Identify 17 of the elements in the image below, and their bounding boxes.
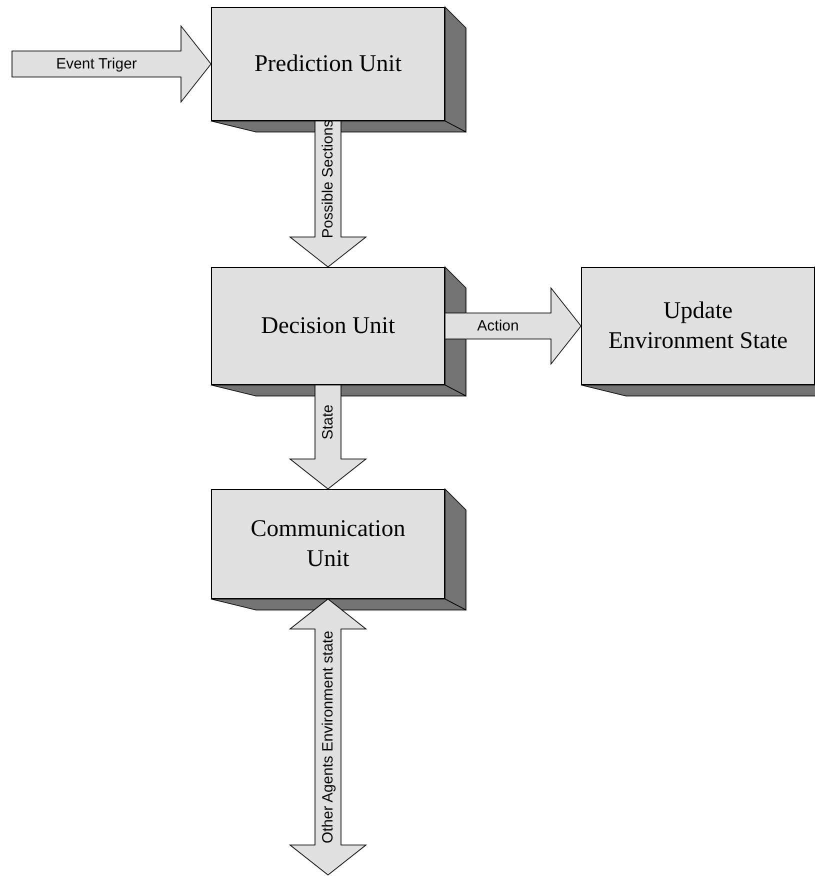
process-box: [211, 7, 445, 121]
box-label: Prediction Unit: [254, 50, 402, 79]
edge-label: State: [320, 404, 336, 440]
process-box: [211, 267, 445, 385]
edge-label: Event Triger: [56, 56, 137, 72]
edge-label: Possible Sections: [320, 120, 336, 238]
box-label: Update Environment State: [607, 297, 789, 356]
block-arrow: [288, 598, 368, 876]
edge-label: Action: [477, 318, 519, 334]
edge-label: Other Agents Environment state: [320, 630, 336, 844]
box-label: Communication Unit: [250, 515, 406, 574]
box-label: Decision Unit: [261, 312, 395, 341]
block-arrow: [12, 24, 212, 104]
block-arrow: [444, 286, 582, 366]
block-arrow: [288, 384, 368, 490]
process-box: [211, 489, 445, 599]
block-arrow: [288, 120, 368, 268]
